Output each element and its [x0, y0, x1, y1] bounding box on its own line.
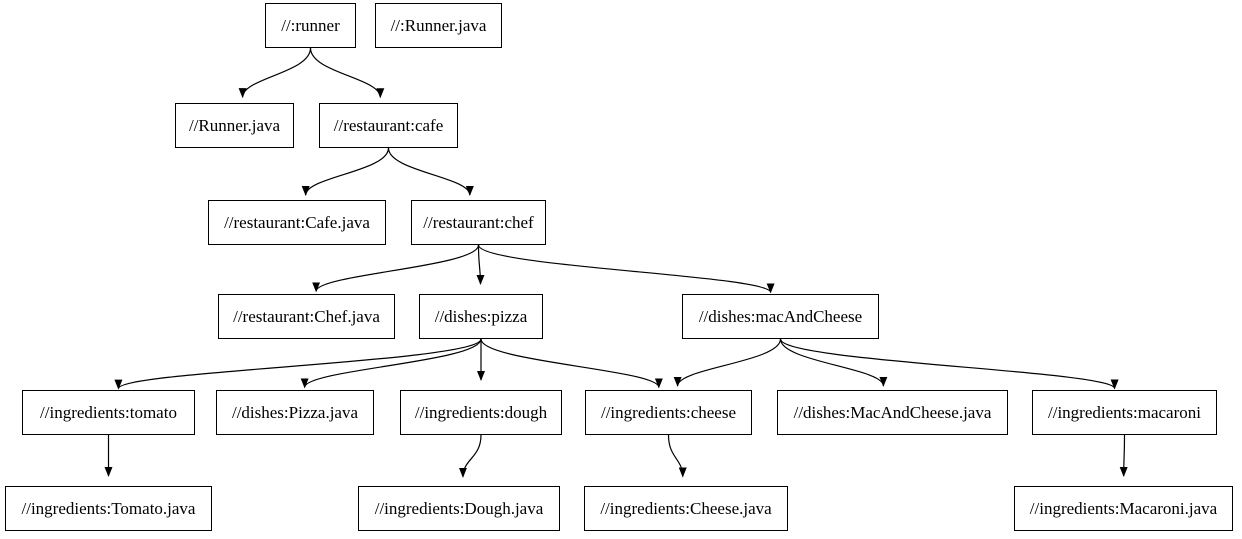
graph-node-ing_cheese_java[interactable]: //ingredients:Cheese.java	[584, 486, 788, 531]
graph-edge-restaurant_chef-to-dishes_mac	[477, 244, 775, 294]
graph-node-label: //ingredients:macaroni	[1048, 403, 1201, 422]
graph-node-restaurant_chef_java[interactable]: //restaurant:Chef.java	[218, 294, 395, 339]
graph-node-ing_macaroni_java[interactable]: //ingredients:Macaroni.java	[1014, 486, 1233, 531]
graph-edge-restaurant_chef-to-dishes_pizza	[476, 244, 485, 286]
graph-edge-restaurant_chef-to-restaurant_chef_java	[312, 244, 480, 293]
graph-edge-ing_dough-to-ing_dough_java	[458, 434, 482, 478]
graph-edge-restaurant_cafe-to-restaurant_cafe_java	[301, 147, 390, 197]
graph-node-dishes_pizza[interactable]: //dishes:pizza	[419, 294, 543, 339]
graph-node-label: //restaurant:Chef.java	[233, 307, 380, 326]
graph-edge-ing_macaroni-to-ing_macaroni_java	[1119, 434, 1128, 478]
graph-node-label: //ingredients:Macaroni.java	[1029, 499, 1218, 518]
graph-node-label: //dishes:MacAndCheese.java	[793, 403, 992, 422]
graph-node-label: //ingredients:Tomato.java	[21, 499, 196, 518]
graph-node-runner[interactable]: //:runner	[265, 3, 356, 48]
graph-node-ing_dough[interactable]: //ingredients:dough	[400, 390, 562, 435]
graph-node-label: //ingredients:dough	[414, 403, 548, 422]
graph-node-restaurant_chef[interactable]: //restaurant:chef	[411, 200, 546, 245]
graph-node-label: //:runner	[281, 16, 340, 35]
graph-node-label: //restaurant:chef	[423, 213, 534, 232]
graph-node-runner_java[interactable]: //Runner.java	[175, 103, 294, 148]
graph-edge-restaurant_cafe-to-restaurant_chef	[387, 147, 474, 196]
graph-node-ing_cheese[interactable]: //ingredients:cheese	[585, 390, 752, 435]
graph-node-label: //ingredients:cheese	[600, 403, 736, 422]
graph-node-dishes_mac_java[interactable]: //dishes:MacAndCheese.java	[777, 390, 1008, 435]
graph-node-restaurant_cafe[interactable]: //restaurant:cafe	[319, 103, 458, 148]
graph-node-ing_tomato_java[interactable]: //ingredients:Tomato.java	[5, 486, 212, 531]
graph-node-ing_tomato[interactable]: //ingredients:tomato	[22, 390, 195, 435]
graph-node-label: //:Runner.java	[390, 16, 487, 35]
graph-edge-ing_cheese-to-ing_cheese_java	[667, 434, 687, 478]
graph-node-ing_macaroni[interactable]: //ingredients:macaroni	[1032, 390, 1217, 435]
graph-node-label: //restaurant:Cafe.java	[224, 213, 370, 232]
graph-node-label: //dishes:pizza	[434, 307, 528, 326]
graph-node-root_runner_java[interactable]: //:Runner.java	[375, 3, 502, 48]
graph-node-dishes_mac[interactable]: //dishes:macAndCheese	[682, 294, 879, 339]
graph-edge-dishes_mac-to-dishes_mac_java	[779, 338, 888, 387]
graph-node-label: //ingredients:Dough.java	[374, 499, 544, 518]
graph-edge-runner-to-runner_java	[238, 47, 312, 99]
graph-node-label: //ingredients:Cheese.java	[600, 499, 772, 518]
graph-edge-runner-to-restaurant_cafe	[309, 47, 385, 99]
graph-edge-dishes_mac-to-ing_cheese	[673, 338, 782, 387]
graph-node-label: //restaurant:cafe	[333, 116, 444, 135]
graph-node-label: //Runner.java	[188, 116, 281, 135]
graph-node-restaurant_cafe_java[interactable]: //restaurant:Cafe.java	[208, 200, 386, 245]
graph-edge-dishes_pizza-to-ing_tomato	[114, 338, 482, 390]
graph-node-ing_dough_java[interactable]: //ingredients:Dough.java	[358, 486, 560, 531]
graph-node-label: //ingredients:tomato	[40, 403, 177, 422]
graph-edge-dishes_pizza-to-dishes_pizza_java	[300, 338, 482, 389]
graph-edge-dishes_pizza-to-ing_cheese	[480, 338, 663, 389]
graph-edge-dishes_mac-to-ing_macaroni	[779, 338, 1119, 390]
graph-node-dishes_pizza_java[interactable]: //dishes:Pizza.java	[216, 390, 374, 435]
graph-node-label: //dishes:Pizza.java	[231, 403, 359, 422]
graph-node-label: //dishes:macAndCheese	[698, 307, 863, 326]
